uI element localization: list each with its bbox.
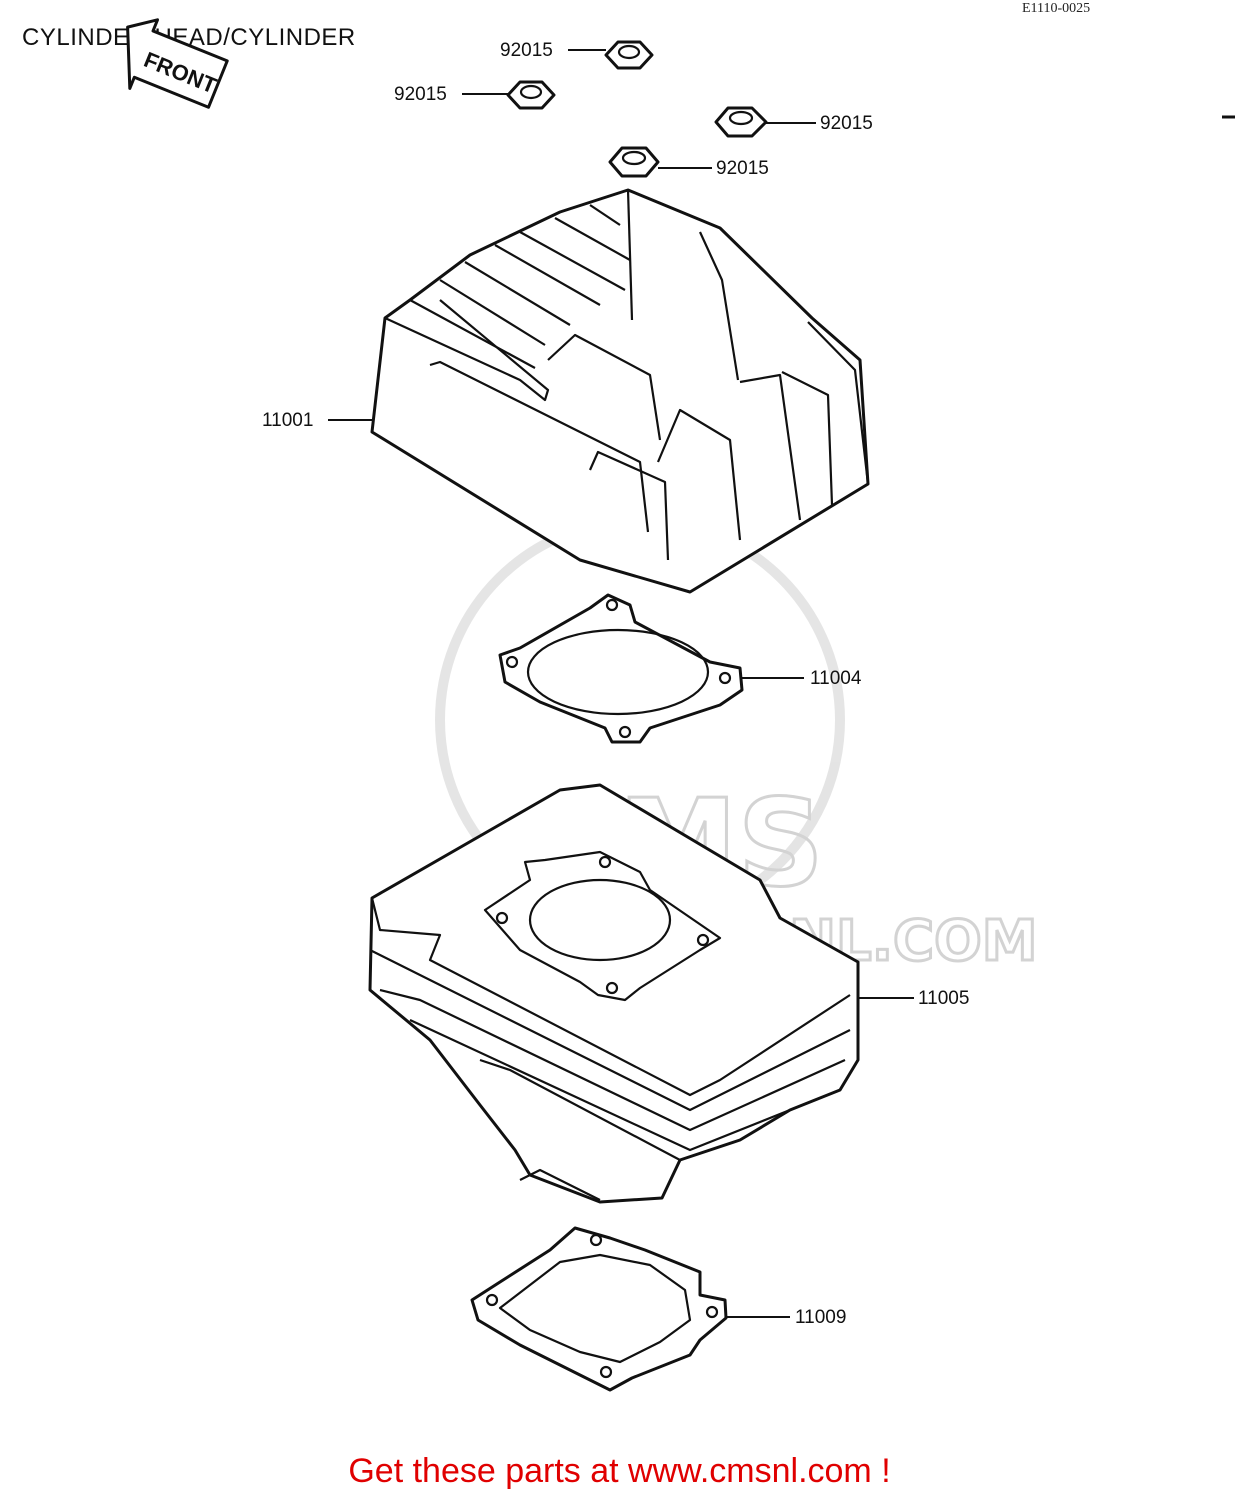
cylinder-head-11001: [328, 188, 870, 594]
part-number-11009: 11009: [795, 1307, 846, 1328]
base-gasket-11009: [470, 1226, 790, 1392]
part-number-92015-d: 92015: [716, 158, 769, 179]
nut-92015-d: [608, 146, 712, 178]
head-gasket-11004: [498, 593, 804, 744]
part-number-11005: 11005: [918, 988, 969, 1009]
part-number-11004: 11004: [810, 668, 862, 689]
nut-92015-b: [462, 80, 556, 110]
part-number-92015-c: 92015: [820, 113, 873, 134]
cylinder-11005: [368, 783, 914, 1204]
diagram-code: E1110-0025: [1022, 1, 1090, 16]
part-number-92015-a: 92015: [500, 40, 553, 61]
part-number-11001: 11001: [262, 410, 313, 431]
nut-92015-c: [714, 106, 816, 138]
front-arrow-icon: FRONT: [126, 18, 229, 109]
part-number-92015-b: 92015: [394, 84, 447, 105]
nut-92015-a: [568, 40, 654, 70]
get-parts-link[interactable]: Get these parts at www.cmsnl.com !: [348, 1452, 891, 1490]
